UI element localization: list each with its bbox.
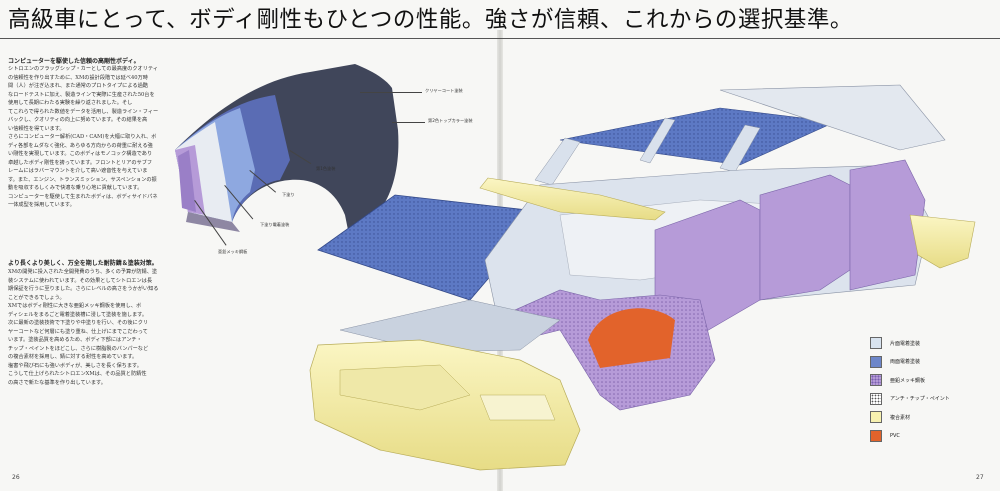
legend-swatch bbox=[870, 411, 882, 424]
leader-line bbox=[360, 92, 422, 93]
section1-title: コンピューターを駆使した信頼の高剛性ボディ。 bbox=[8, 58, 140, 65]
legend-swatch bbox=[870, 355, 882, 368]
legend-item: PVC bbox=[870, 427, 995, 446]
callout-first-color: 第1色塗装 bbox=[316, 166, 336, 171]
legend: 片面電着塗装 両面電着塗装 亜鉛メッキ鋼板 アンチ・チップ・ペイント 複合素材 … bbox=[870, 334, 995, 445]
section2-body: XMの開発に投入された全開発費のうち、多くの予算が防錆、塗 装システムに使われて… bbox=[8, 269, 158, 386]
section2-title: より長くより美しく、万全を期した耐防錆＆塗装対策。 bbox=[8, 260, 158, 267]
page-number-left: 26 bbox=[12, 474, 20, 481]
legend-label: アンチ・チップ・ペイント bbox=[890, 396, 950, 403]
car-body-illustration bbox=[309, 84, 976, 471]
callout-electrodeposition: 下塗り電着塗装 bbox=[260, 222, 290, 227]
header-rule bbox=[0, 38, 1000, 39]
leader-line bbox=[392, 122, 425, 123]
callout-primer: 下塗り bbox=[282, 192, 295, 197]
legend-label: 両面電着塗装 bbox=[890, 359, 921, 366]
legend-swatch bbox=[870, 374, 882, 387]
section1-body: シトロエンのフラッグシップ・カーとしての最高度のクオリティとを目 の信頼性を作り… bbox=[8, 66, 158, 208]
callout-clear-coat: クリヤーコート塗装 bbox=[425, 88, 463, 93]
legend-label: 亜鉛メッキ鋼板 bbox=[890, 377, 926, 384]
legend-label: 複合素材 bbox=[890, 414, 911, 421]
page-number-right: 27 bbox=[976, 474, 984, 481]
legend-item: 亜鉛メッキ鋼板 bbox=[870, 371, 995, 390]
legend-swatch bbox=[870, 337, 882, 350]
legend-label: PVC bbox=[890, 432, 900, 439]
fender-layers-illustration bbox=[175, 64, 399, 240]
callout-second-top-color: 第2色トップカラー塗装 bbox=[428, 118, 473, 123]
legend-swatch bbox=[870, 429, 882, 442]
headline: 高級車にとって、ボディ剛性もひとつの性能。強さが信頼、これからの選択基準。 bbox=[8, 7, 853, 33]
legend-item: アンチ・チップ・ペイント bbox=[870, 390, 995, 409]
legend-item: 両面電着塗装 bbox=[870, 353, 995, 372]
legend-label: 片面電着塗装 bbox=[890, 340, 921, 347]
legend-item: 片面電着塗装 bbox=[870, 334, 995, 353]
legend-swatch bbox=[870, 392, 882, 405]
legend-item: 複合素材 bbox=[870, 408, 995, 427]
callout-galvanized-steel: 亜鉛メッキ鋼板 bbox=[218, 249, 248, 254]
